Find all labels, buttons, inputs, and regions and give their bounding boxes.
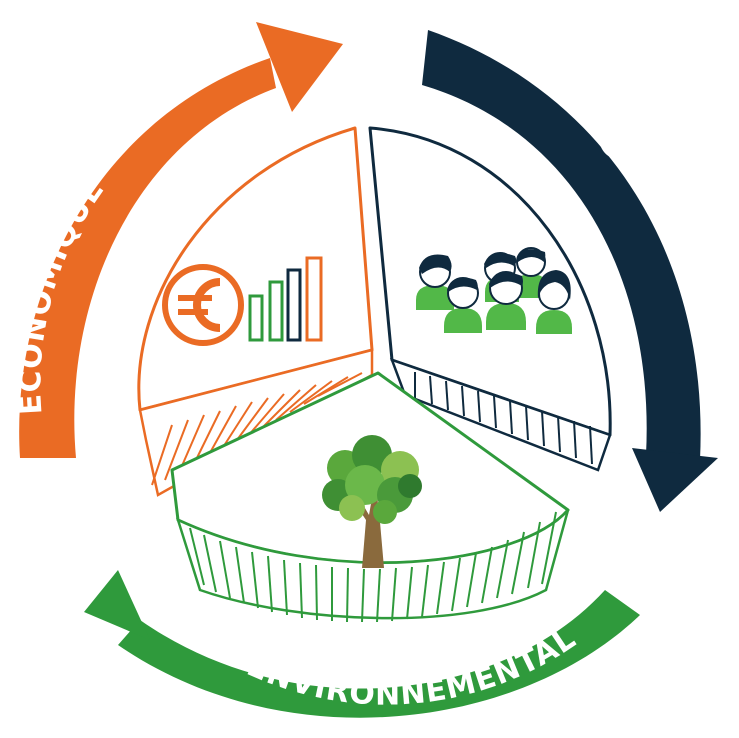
social-segment	[368, 126, 612, 472]
environmental-segment	[170, 371, 570, 623]
environmental-label: ENVIRONNEMENTAL	[242, 621, 583, 713]
tree-icon	[322, 435, 422, 568]
euro-bar-chart-icon	[162, 256, 323, 346]
people-group-icon	[416, 247, 572, 334]
